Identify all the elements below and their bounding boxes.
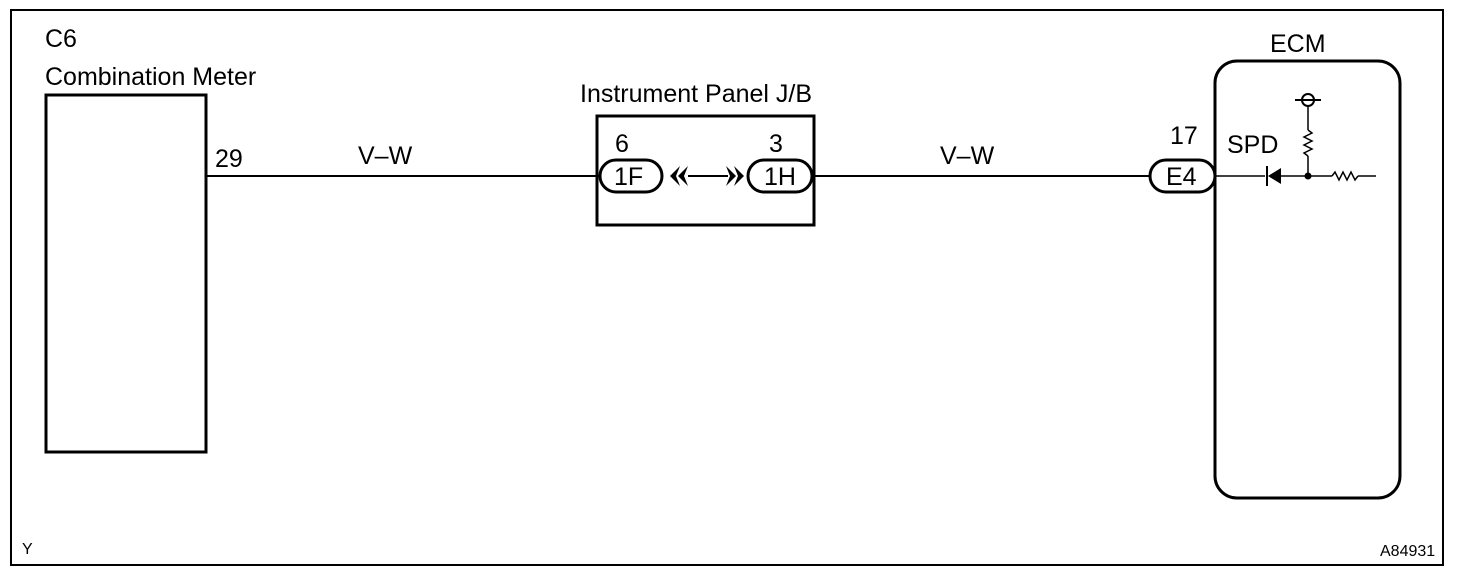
resistor-icon bbox=[1331, 170, 1359, 182]
connector-chevron-icon bbox=[726, 166, 744, 186]
ecm-connector-code: E4 bbox=[1166, 163, 1197, 191]
ecm-pin: 17 bbox=[1170, 122, 1198, 150]
combination-meter-label: Combination Meter bbox=[45, 63, 256, 91]
jb-right-pin: 3 bbox=[769, 130, 783, 158]
jb-right-connector-code: 1H bbox=[764, 163, 796, 191]
wire-left-color-code: V–W bbox=[358, 142, 413, 170]
ecm-signal-label: SPD bbox=[1227, 131, 1278, 159]
figure-id: A84931 bbox=[1380, 543, 1435, 560]
combination-meter-box bbox=[44, 93, 208, 454]
jb-left-connector bbox=[598, 158, 664, 194]
power-terminal-icon bbox=[1295, 93, 1321, 107]
jb-left-pin: 6 bbox=[615, 130, 629, 158]
connector-chevron-icon bbox=[670, 166, 688, 186]
combination-meter-code: C6 bbox=[45, 25, 77, 53]
junction-block-label: Instrument Panel J/B bbox=[580, 80, 812, 108]
wire-right-color-code: V–W bbox=[940, 142, 995, 170]
corner-label-left: Y bbox=[22, 541, 33, 558]
resistor-icon bbox=[1302, 129, 1314, 157]
jb-left-connector-code: 1F bbox=[614, 163, 643, 191]
diagram-frame bbox=[10, 9, 1444, 566]
ecm-box bbox=[1213, 59, 1402, 500]
combination-meter-pin: 29 bbox=[215, 145, 243, 173]
ecm-label: ECM bbox=[1270, 30, 1326, 58]
junction-block-box bbox=[595, 114, 816, 227]
diode-icon bbox=[1266, 166, 1281, 186]
